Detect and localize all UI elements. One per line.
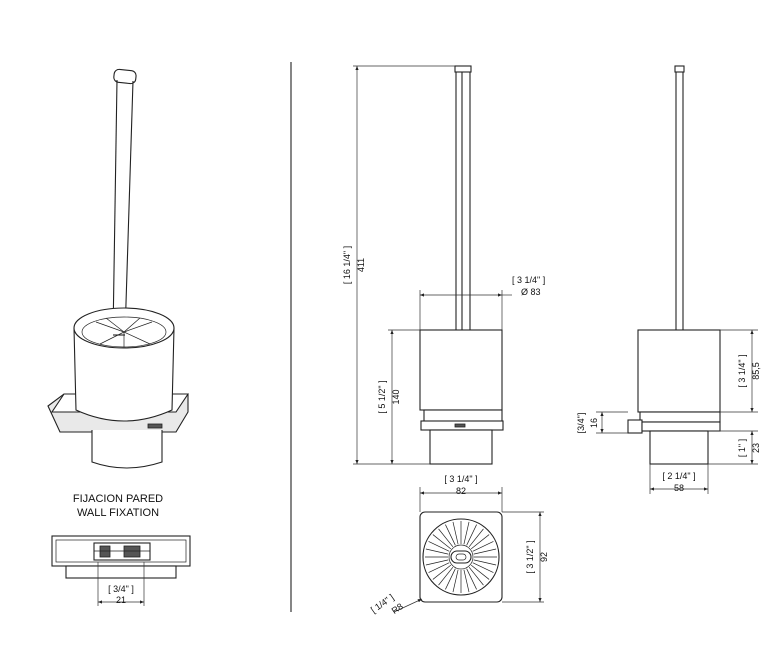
- dim-body-diameter-in: [ 3 1/4" ]: [512, 275, 545, 285]
- dim-base-width-in: [ 3 1/4" ]: [444, 474, 477, 484]
- dim-lower-height-in: [ 5 1/2" ]: [377, 380, 387, 413]
- rosette-line: [470, 564, 490, 580]
- dim-base-depth-mm: 92: [539, 552, 549, 562]
- dim-side-lower-mm: 23: [751, 443, 761, 453]
- rosette-line: [425, 559, 449, 566]
- rosette-line: [452, 569, 459, 593]
- rosette-line: [463, 569, 470, 593]
- rosette-line: [438, 528, 454, 548]
- dim-side-lower-in: [ 1" ]: [737, 439, 747, 457]
- dim-fixation-mm: 21: [116, 595, 126, 605]
- dim-total-height-mm: 411: [356, 258, 366, 272]
- dim-base-depth-in: [ 3 1/2" ]: [525, 540, 535, 573]
- dim-side-width-in: [ 2 1/4" ]: [662, 471, 695, 481]
- rosette-line: [432, 564, 452, 580]
- dim-side-upper-mm: 85,5: [751, 362, 761, 380]
- dim-base-width-mm: 82: [456, 486, 466, 496]
- dim-fixation-in: [ 3/4" ]: [108, 584, 134, 594]
- rosette-line: [432, 534, 452, 550]
- rosette-line: [425, 548, 449, 555]
- rosette-line: [473, 559, 497, 566]
- dim-side-upper-in: [ 3 1/4" ]: [737, 354, 747, 387]
- rosette-line: [463, 521, 470, 545]
- rosette-line: [468, 528, 484, 548]
- rosette-line: [466, 568, 477, 590]
- rosette-line: [452, 521, 459, 545]
- dim-side-width-mm: 58: [674, 483, 684, 493]
- dim-side-bracket-in: [3/4"]: [576, 413, 586, 434]
- side-view: [ 3 1/4" ] 85,5 [ 1" ] 23 [3/4"] 16 [ 2 …: [576, 65, 761, 494]
- isometric-view: [47, 68, 190, 469]
- dim-lower-height-mm: 140: [391, 389, 401, 404]
- caption-line-1: FIJACION PARED: [73, 493, 163, 505]
- rosette-line: [428, 562, 450, 573]
- rosette-line: [438, 566, 454, 586]
- rosette-line: [473, 548, 497, 555]
- front-view: [ 16 1/4" ] 411 [ 3 1/4" ] Ø 83 [ 5 1/2"…: [342, 65, 545, 465]
- rosette-line: [472, 541, 494, 552]
- dim-body-diameter-mm: Ø 83: [521, 287, 541, 297]
- top-view: [ 3 1/4" ] 82 [ 3 1/2" ] 92 [ 1/4" ] R8: [369, 474, 549, 616]
- rosette-line: [466, 524, 477, 546]
- wall-fixation-view: FIJACION PARED WALL FIXATION [ 3/4" ] 21: [51, 493, 191, 606]
- rosette-line: [470, 534, 490, 550]
- rosette-line: [445, 524, 456, 546]
- dim-total-height-in: [ 16 1/4" ]: [342, 246, 352, 284]
- rosette-line: [428, 541, 450, 552]
- caption-line-2: WALL FIXATION: [77, 507, 159, 519]
- dim-side-bracket-mm: 16: [589, 418, 599, 428]
- dim-radius-mm: R8: [390, 601, 405, 616]
- rosette-line: [472, 562, 494, 573]
- rosette-line: [445, 568, 456, 590]
- rosette-line: [468, 566, 484, 586]
